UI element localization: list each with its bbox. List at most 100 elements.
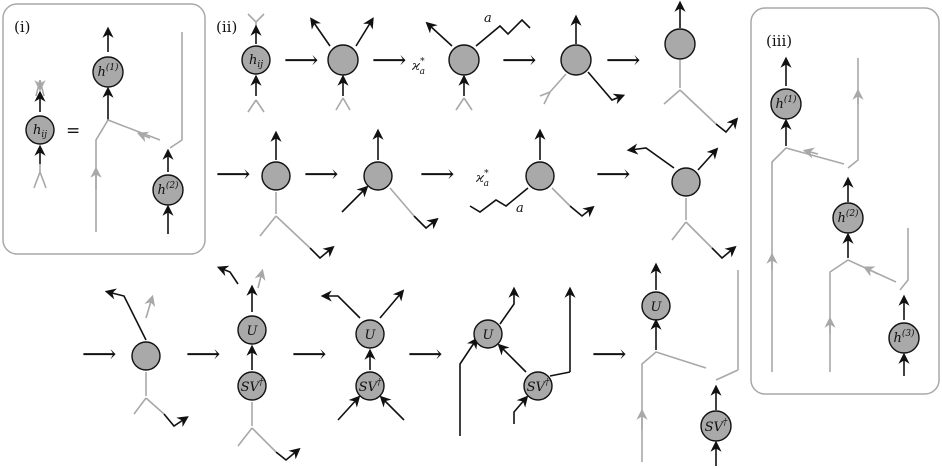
edge <box>320 290 361 319</box>
edge <box>341 185 369 213</box>
node-U <box>237 315 267 345</box>
step-arrow: ⟶ <box>606 46 640 74</box>
node-SV-dagger <box>355 371 385 401</box>
label-U: U <box>247 324 259 339</box>
label-U: U <box>365 328 377 343</box>
edge <box>697 147 719 171</box>
step-arrow: ⟶ <box>216 160 250 188</box>
step-arrow: ⟶ <box>304 160 338 188</box>
label-U: U <box>651 300 663 315</box>
gray-fork <box>335 97 351 111</box>
edge <box>626 143 675 169</box>
equals-sign: = <box>66 121 80 141</box>
edge <box>309 245 335 260</box>
panel-ii: (ii) hij ⟶ ⟶ ϰ*a a ⟶ ⟶ <box>82 0 739 466</box>
edge <box>104 288 147 341</box>
node-SV-dagger <box>237 371 267 401</box>
gray-edge <box>389 187 415 217</box>
step-arrow: ⟶ <box>292 340 326 368</box>
edge <box>136 131 151 143</box>
edge <box>275 447 301 462</box>
step-arrow: ⟶ <box>186 340 220 368</box>
edge <box>513 395 529 424</box>
edge <box>711 245 737 260</box>
node-SV-dagger <box>523 371 553 401</box>
gray-path <box>771 147 845 372</box>
label-a: a <box>484 11 492 26</box>
panel-iii-frame <box>750 7 940 395</box>
edge <box>549 371 571 377</box>
gray-fork <box>455 97 473 111</box>
gray-path <box>169 32 183 149</box>
step-arrow: ⟶ <box>372 46 406 74</box>
node-U <box>473 319 503 349</box>
node-h-ij <box>25 115 55 145</box>
label-h-ijk-3: h(3) <box>893 328 915 346</box>
label-h-ij-1: h(1) <box>97 62 119 80</box>
gray-edge <box>237 427 277 453</box>
edge <box>459 337 478 436</box>
gray-edge <box>144 294 156 319</box>
node <box>448 44 480 76</box>
gray-edge <box>254 268 266 289</box>
edge <box>715 117 739 134</box>
edge <box>379 395 405 421</box>
node <box>363 161 393 191</box>
node <box>327 44 359 76</box>
panel-i: (i) hij = h(1) h(2) <box>2 3 206 255</box>
gray-edge <box>663 89 717 125</box>
edge <box>425 21 453 47</box>
edge <box>497 343 527 373</box>
panel-iii: (iii) h(1) h(2) h(3) <box>750 7 940 395</box>
label-SV-dagger: SV† <box>359 378 382 395</box>
label-h-ij-2: h(2) <box>157 180 179 198</box>
edge-bent <box>469 187 529 213</box>
node <box>525 161 555 191</box>
gray-path <box>829 259 897 372</box>
label-h-ij: hij <box>249 53 263 70</box>
label-SV-dagger: SV† <box>241 378 264 395</box>
edge <box>569 205 595 218</box>
panel-iii-label: (iii) <box>766 32 792 50</box>
gray-path <box>899 228 909 291</box>
node-U <box>355 319 385 349</box>
edge <box>587 71 626 105</box>
edge <box>379 289 405 319</box>
label-U: U <box>483 328 495 343</box>
gray-edge <box>133 397 165 415</box>
gray-path <box>95 119 161 232</box>
step-arrow: ⟶ <box>408 340 442 368</box>
node <box>261 161 291 191</box>
edge <box>163 413 189 428</box>
edge <box>413 215 439 230</box>
step-arrow: ⟶ <box>502 46 536 74</box>
gray-fork-top <box>36 80 44 96</box>
gray-edge <box>802 147 819 159</box>
edge <box>337 395 361 421</box>
edge <box>310 17 331 47</box>
edge <box>499 286 520 325</box>
gray-path <box>641 351 707 462</box>
label-SV-dagger: SV† <box>705 418 728 435</box>
gray-fork <box>247 13 265 30</box>
step-arrow: ⟶ <box>592 340 626 368</box>
edge <box>216 265 239 285</box>
label-SV-dagger: SV† <box>527 378 550 395</box>
panel-i-frame <box>2 3 206 255</box>
gray-edge <box>259 215 311 249</box>
gray-fork <box>247 99 265 113</box>
panel-ii-label: (ii) <box>216 18 237 36</box>
step-arrow: ⟶ <box>82 340 116 368</box>
gray-edge <box>671 221 713 249</box>
node <box>131 341 161 371</box>
node <box>560 44 592 76</box>
panel-i-label: (i) <box>14 18 31 36</box>
gray-edge <box>862 266 879 277</box>
label-h-ijk-1: h(1) <box>775 94 797 112</box>
edge-bent <box>475 18 531 47</box>
label-h-ijk-2: h(2) <box>837 208 859 226</box>
edge <box>355 17 374 47</box>
step-arrow: ⟶ <box>420 160 454 188</box>
label-kappa-star: ϰ*a <box>411 57 425 77</box>
label-h-ij: hij <box>33 123 47 140</box>
